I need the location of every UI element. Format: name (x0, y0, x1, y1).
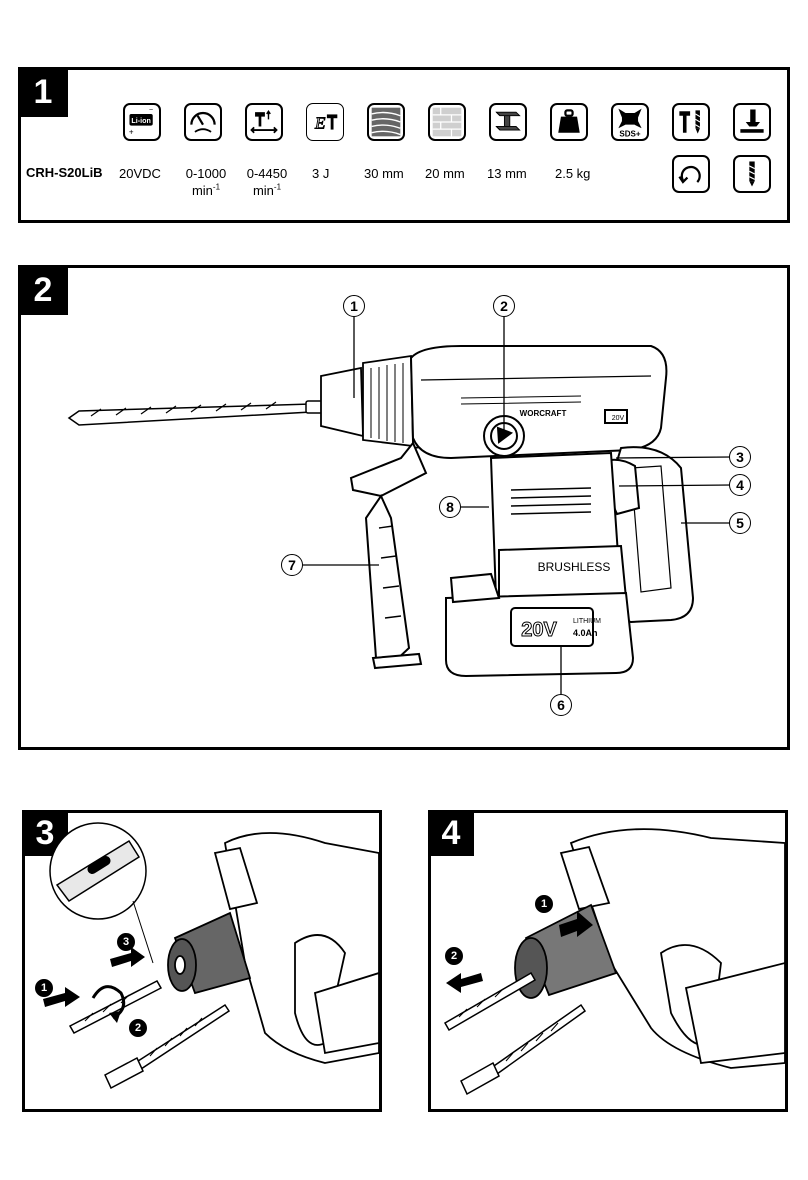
voltage-badge: 20V (612, 415, 625, 422)
rear-handle (593, 446, 695, 624)
wood-material-icon (367, 103, 405, 141)
spec-drill-capacity-steel: 13 mm (487, 166, 527, 181)
callout-8: 8 (439, 496, 461, 518)
spec-drill-capacity-concrete: 20 mm (425, 166, 465, 181)
figure-1-specifications-panel: 1 Li-ion − + E (18, 67, 790, 223)
steel-beam-material-icon (489, 103, 527, 141)
spec-weight: 2.5 kg (555, 166, 591, 181)
weight-icon (550, 103, 588, 141)
drill-only-mode-icon (733, 155, 771, 193)
figure-4-bit-removal-panel: 4 1 2 (428, 810, 788, 1112)
callout-4: 4 (729, 474, 751, 496)
spec-impact-rate: 0-4450 min-1 (246, 166, 288, 198)
chisel-bit (460, 1003, 587, 1096)
motor-housing: BRUSHLESS (489, 451, 628, 602)
battery-voltage: 20V (521, 619, 557, 641)
spec-impact-energy: 3 J (312, 166, 330, 181)
shank-detail-inset (49, 822, 154, 964)
battery-label: Li-ion (131, 117, 150, 125)
figure-3-bit-insertion-panel: 3 (22, 810, 382, 1112)
callout-7: 7 (281, 554, 303, 576)
auxiliary-handle (349, 441, 428, 670)
spec-voltage: 20VDC (119, 166, 161, 181)
battery-capacity: 4.0Ah (573, 628, 598, 638)
callout-3: 3 (729, 446, 751, 468)
impact-rate-hammer-icon (245, 103, 283, 141)
chisel-bit (104, 1003, 231, 1090)
push-arrow-3 (110, 947, 145, 967)
li-ion-battery-icon: Li-ion − + (123, 103, 161, 141)
figure-number-badge: 1 (18, 67, 68, 117)
callout-6: 6 (550, 694, 572, 716)
step-1-marker: 1 (535, 895, 553, 913)
drill-bit-being-removed (443, 971, 537, 1032)
brand-label: WORCRAFT (520, 409, 567, 418)
drill-bit (67, 400, 337, 426)
remove-bit-arrow (446, 973, 483, 993)
housing (409, 345, 668, 460)
sds-plus-chuck-icon: SDS+ (611, 103, 649, 141)
battery-minus: − (149, 106, 153, 114)
step-2-marker: 2 (129, 1019, 147, 1037)
tool-front (514, 828, 785, 1069)
callout-5: 5 (729, 512, 751, 534)
step-2-marker: 2 (445, 947, 463, 965)
battery-pack: 20V LITHIUM 4.0Ah (445, 572, 635, 678)
tool-front (167, 832, 379, 1064)
sds-label: SDS+ (619, 129, 641, 138)
motor-label: BRUSHLESS (538, 560, 611, 574)
bit-removal-illustration (443, 828, 785, 1096)
pull-back-sleeve-arrow (559, 911, 593, 937)
model-number: CRH-S20LiB (26, 165, 103, 180)
push-arrow-1 (43, 987, 80, 1007)
spec-drill-capacity-wood: 30 mm (364, 166, 404, 181)
battery-chemistry: LITHIUM (573, 618, 601, 625)
concrete-material-icon (428, 103, 466, 141)
bit-insertion-illustration (43, 822, 379, 1090)
figure-number-badge: 2 (18, 265, 68, 315)
figure-2-parts-diagram-panel: 2 (18, 265, 790, 750)
step-3-marker: 3 (117, 933, 135, 951)
battery-plus: + (129, 128, 134, 137)
energy-label: E (314, 114, 326, 133)
callout-1: 1 (343, 295, 365, 317)
drill-bit-being-inserted (68, 980, 163, 1034)
rotation-mode-icon (672, 155, 710, 193)
hammer-drill-mode-icon (672, 103, 710, 141)
chisel-mode-icon (733, 103, 771, 141)
impact-energy-icon: E (306, 103, 344, 141)
spec-no-load-speed: 0-1000 min-1 (185, 166, 227, 198)
step-1-marker: 1 (35, 979, 53, 997)
no-load-speed-gauge-icon (184, 103, 222, 141)
callout-2: 2 (493, 295, 515, 317)
rotary-hammer-illustration: BRUSHLESS 20V LITHIUM 4.0Ah WORCRAFT 20V (67, 317, 732, 694)
figure-number-badge: 4 (428, 810, 474, 856)
